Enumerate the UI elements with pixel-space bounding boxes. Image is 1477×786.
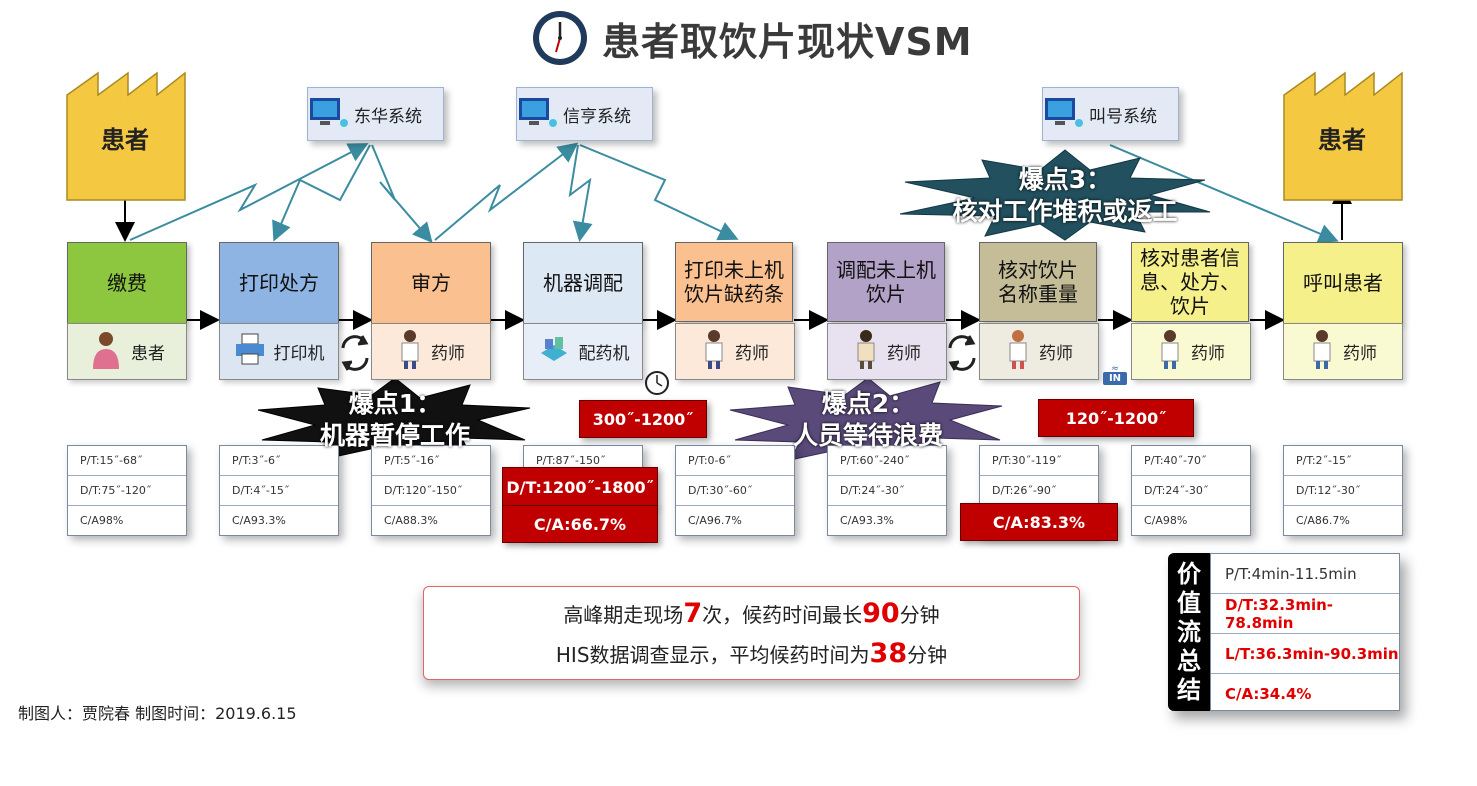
- process-print-missing-slip: 打印未上机饮片缺药条: [675, 242, 793, 322]
- operator-machine: 配药机: [523, 323, 643, 380]
- data-box-pay: P/T:15˝-68˝D/T:75˝-120˝C/A98%: [67, 445, 187, 536]
- changeover-icon-1: [341, 335, 369, 371]
- summary-dt: D/T:32.3min-78.8min: [1211, 594, 1399, 634]
- process-machine-dispense: 机器调配: [523, 242, 643, 324]
- burst-1: 爆点1：机器暂停工作: [319, 389, 470, 450]
- pharmacist-icon: [701, 328, 727, 375]
- machine-dt-highlight: D/T:1200˝-1800˝: [502, 467, 658, 507]
- operator-pay: 患者: [67, 323, 187, 380]
- customer-label: 患者: [1318, 126, 1366, 154]
- system-queue: 叫号系统: [1042, 87, 1179, 141]
- summary-pt: P/T:4min-11.5min: [1211, 554, 1399, 594]
- in-marker: ≈ IN: [1103, 365, 1127, 385]
- computer-icon: [310, 98, 348, 127]
- title-bar: 患者取饮片现状VSM: [530, 6, 973, 70]
- system-xinheng: 信亨系统: [516, 87, 653, 141]
- summary-rows: P/T:4min-11.5min D/T:32.3min-78.8min L/T…: [1210, 553, 1400, 711]
- check-ca-highlight: C/A:83.3%: [960, 503, 1118, 541]
- process-pay: 缴费: [67, 242, 187, 324]
- wait-clock-icon: [645, 371, 669, 395]
- process-manual-dispense: 调配未上机饮片: [827, 242, 945, 322]
- data-box-print-slip: P/T:0-6˝D/T:30˝-60˝C/A96.7%: [675, 445, 795, 536]
- pharmacist-icon: [397, 328, 423, 375]
- data-box-call: P/T:2˝-15˝D/T:12˝-30˝C/A86.7%: [1283, 445, 1403, 536]
- operator-review: 药师: [371, 323, 491, 380]
- clock-icon: [533, 11, 587, 65]
- customer-factory-icon: [1283, 71, 1403, 201]
- supplier-factory-icon: [66, 71, 186, 201]
- process-check-weight: 核对饮片名称重量: [979, 242, 1097, 322]
- patient-icon: [89, 329, 123, 374]
- changeover-icon-2: [948, 335, 976, 371]
- summary-title: 价值流总结: [1168, 553, 1210, 711]
- dispensing-machine-icon: [537, 333, 571, 370]
- data-box-review: P/T:5˝-16˝D/T:120˝-150˝C/A88.3%: [371, 445, 491, 536]
- operator-print: 打印机: [219, 323, 339, 380]
- operator-manual: 药师: [827, 323, 947, 380]
- computer-icon: [1045, 98, 1083, 127]
- wait-time-1: 300˝-1200˝: [579, 400, 707, 438]
- supplier-label: 患者: [101, 126, 149, 154]
- process-call-patient: 呼叫患者: [1283, 242, 1403, 324]
- computer-icon: [519, 98, 557, 127]
- summary-lt: L/T:36.3min-90.3min: [1211, 634, 1399, 674]
- page-title: 患者取饮片现状VSM: [602, 19, 973, 64]
- machine-ca-highlight: C/A:66.7%: [502, 505, 658, 543]
- data-box-check-patient: P/T:40˝-70˝D/T:24˝-30˝C/A98%: [1131, 445, 1251, 536]
- burst-2: 爆点2：人员等待浪费: [792, 389, 943, 450]
- value-stream-summary: 价值流总结 P/T:4min-11.5min D/T:32.3min-78.8m…: [1168, 553, 1400, 711]
- pharmacist-icon: [1309, 328, 1335, 375]
- data-box-print: P/T:3˝-6˝D/T:4˝-15˝C/A93.3%: [219, 445, 339, 536]
- pharmacist-icon: [1157, 328, 1183, 375]
- operator-check-patient: 药师: [1131, 323, 1251, 380]
- wait-time-2: 120˝-1200˝: [1038, 399, 1194, 437]
- process-print-prescription: 打印处方: [219, 242, 339, 324]
- process-check-patient: 核对患者信息、处方、饮片: [1131, 242, 1249, 322]
- author-credit: 制图人：贾院春 制图时间：2019.6.15: [18, 704, 297, 723]
- printer-icon: [234, 332, 266, 371]
- process-review: 审方: [371, 242, 491, 324]
- summary-ca: C/A:34.4%: [1225, 684, 1312, 703]
- system-donghua: 东华系统: [307, 87, 444, 141]
- burst-3: 爆点3：核对工作堆积或返工: [952, 165, 1178, 226]
- pharmacist-icon: [853, 328, 879, 375]
- operator-check-weight: 药师: [979, 323, 1099, 380]
- burst-3-shape: [899, 149, 1211, 241]
- operator-call: 药师: [1283, 323, 1403, 380]
- pharmacist-icon: [1005, 328, 1031, 375]
- data-box-manual: P/T:60˝-240˝D/T:24˝-30˝C/A93.3%: [827, 445, 947, 536]
- operator-print-slip: 药师: [675, 323, 795, 380]
